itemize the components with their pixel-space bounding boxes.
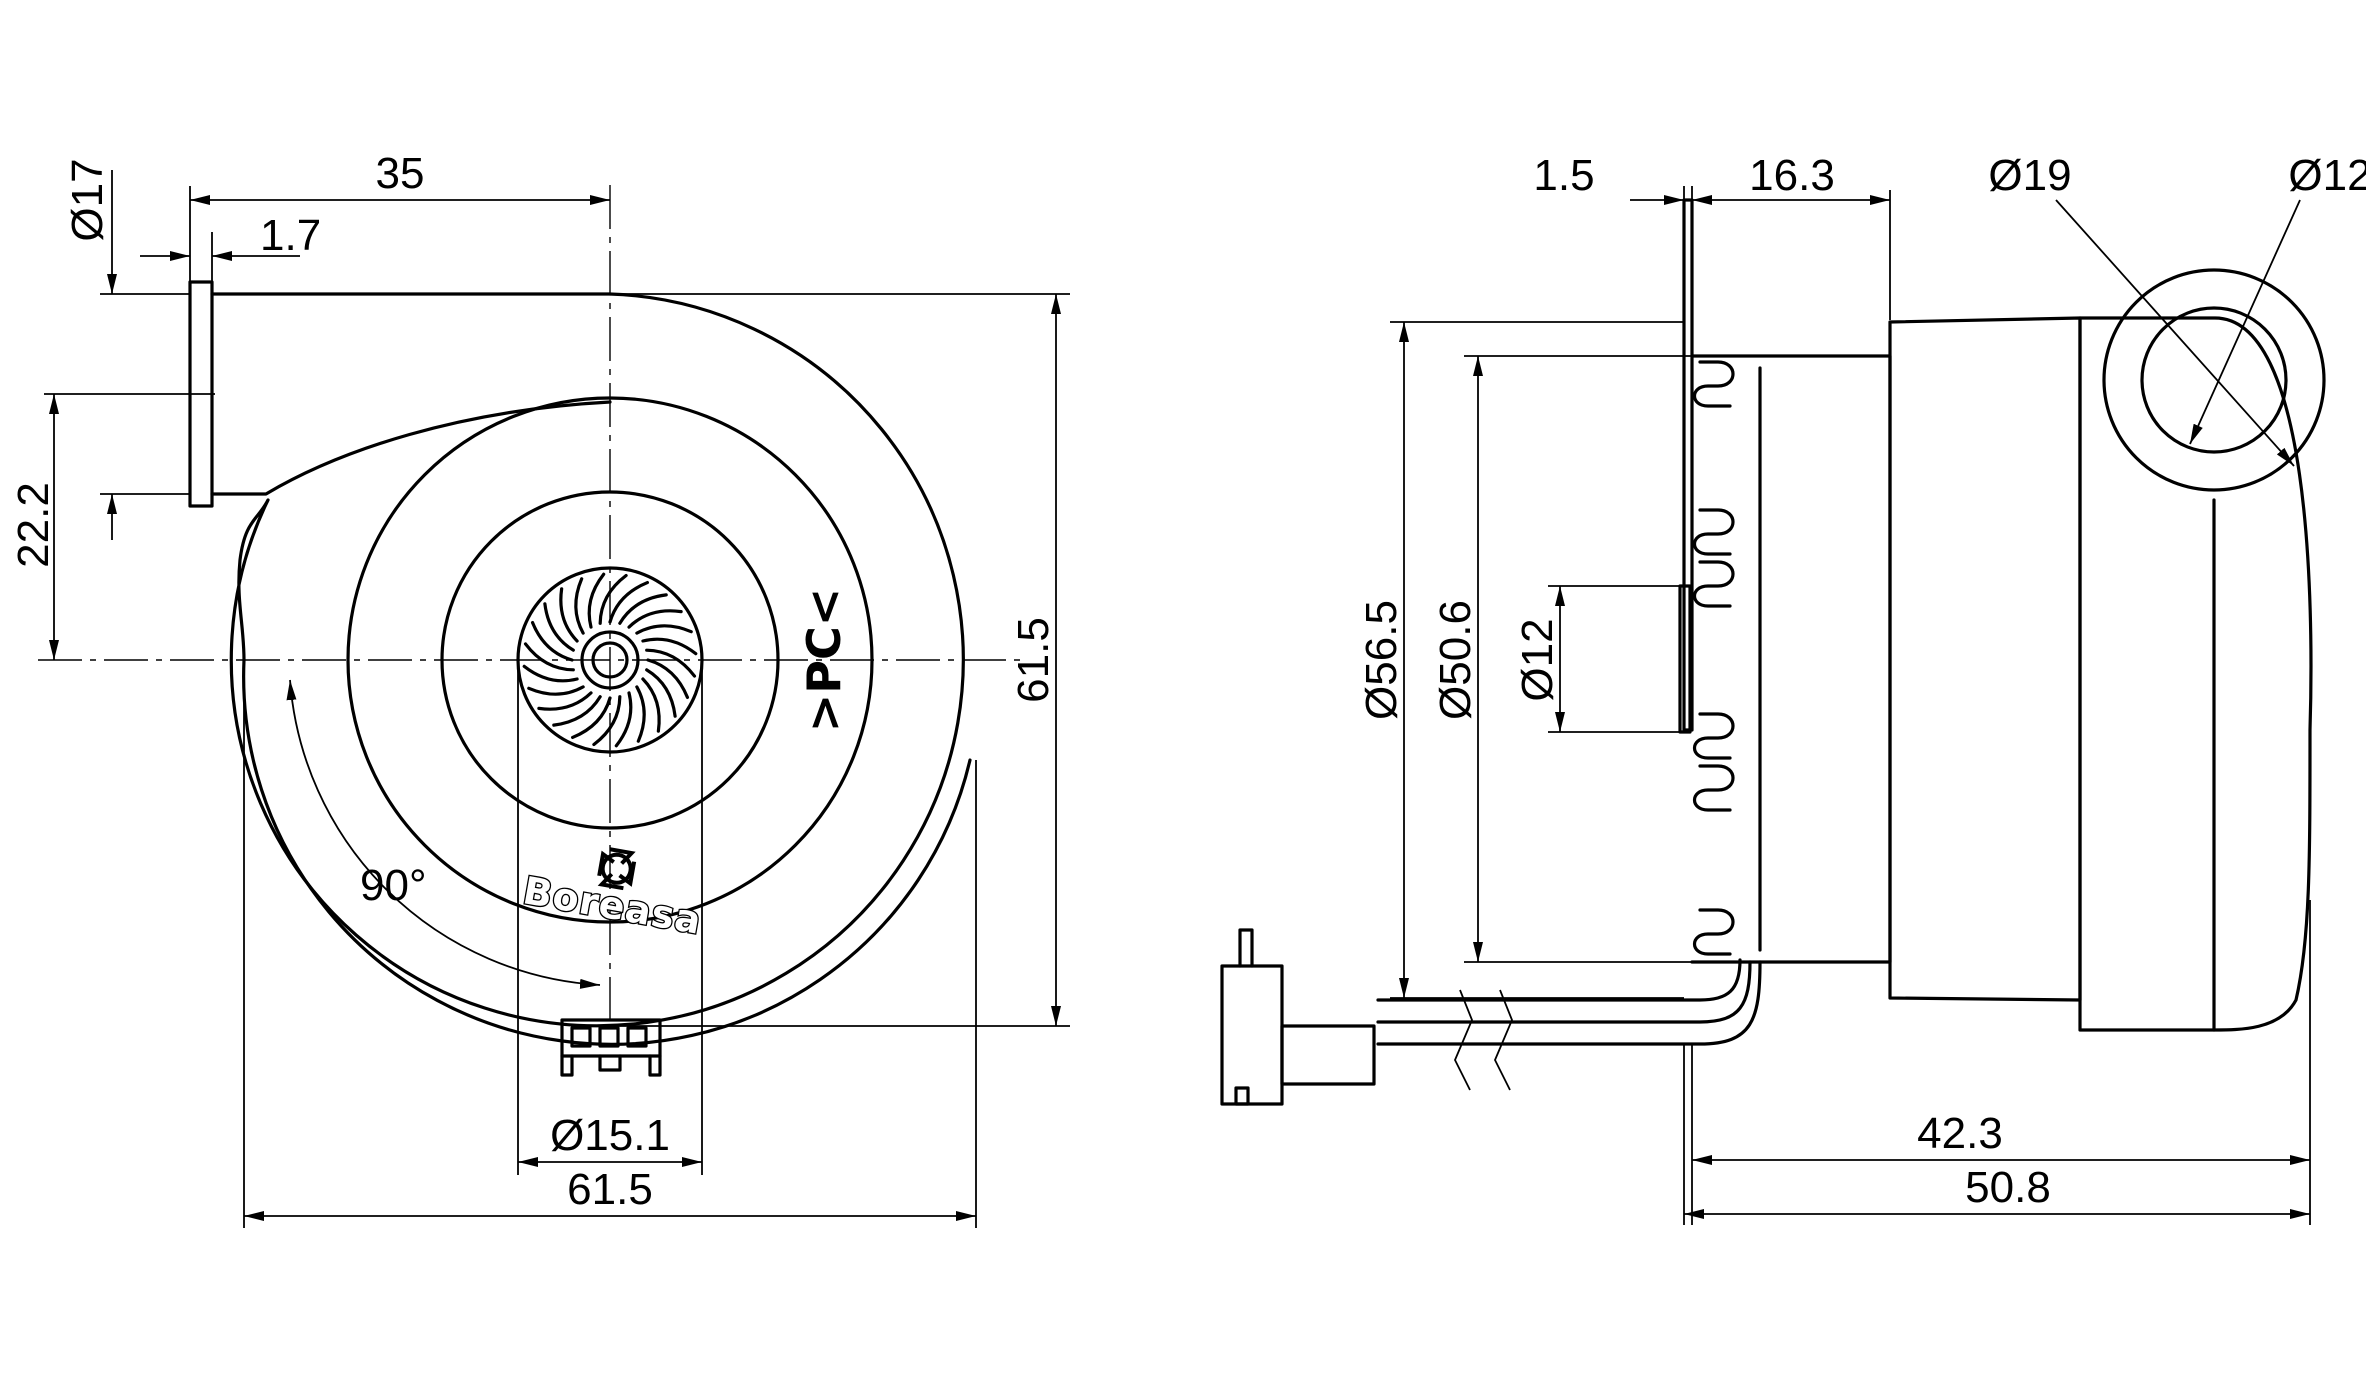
spring-clip xyxy=(1692,764,1735,812)
dim-body-diameter: Ø56.5 xyxy=(1357,600,1406,720)
shaft-hub-outer xyxy=(580,630,640,690)
rear-hub-inner xyxy=(2140,306,2288,454)
impeller-blade xyxy=(608,580,650,624)
impeller-blade xyxy=(635,624,693,635)
dim-motor-length: 42.3 xyxy=(1917,1109,2003,1158)
angle-arc xyxy=(286,679,601,989)
dim-inlet-diameter: Ø15.1 xyxy=(550,1111,670,1160)
dim-o19-line xyxy=(2055,199,2295,467)
dim-inlet-diameter-side: Ø50.6 xyxy=(1431,600,1480,720)
impeller-blade xyxy=(645,648,697,678)
impeller-blade xyxy=(618,593,668,625)
side-clips xyxy=(1692,360,1735,956)
impeller-blade xyxy=(627,609,683,629)
cable-wire-2 xyxy=(1376,960,1752,1024)
front-view: >PC< Boreasa 90° 35 1.7 Ø17 22.2 xyxy=(9,149,1070,1228)
motor-body xyxy=(1888,316,2082,1002)
spring-clip xyxy=(1692,360,1735,408)
spring-clip xyxy=(1692,908,1735,956)
impeller-blade xyxy=(527,685,585,696)
dim-o12-hub-line xyxy=(2189,199,2301,445)
dim-overall-height: 61.5 xyxy=(1009,617,1058,703)
spring-clip xyxy=(1692,560,1735,608)
dim-motor-offset: 16.3 xyxy=(1749,151,1835,200)
dim-outlet-width: 35 xyxy=(376,149,425,198)
side-shaft xyxy=(1678,584,1692,734)
brand-logo-text: Boreasa xyxy=(520,868,705,943)
impeller-blade xyxy=(530,620,574,662)
dim-flange-thickness: 1.7 xyxy=(260,211,321,260)
dim-hub-outer-diameter: Ø19 xyxy=(1988,151,2071,200)
volute-housing-lower xyxy=(242,658,972,1046)
impeller-blade xyxy=(598,573,628,625)
angle-label: 90° xyxy=(360,861,427,910)
impeller-blade xyxy=(574,577,585,635)
outlet-bottom-edge xyxy=(210,400,612,496)
dim-overall-length: 50.8 xyxy=(1965,1163,2051,1212)
dim-hub-inner-diameter: Ø12 xyxy=(2288,151,2366,200)
front-connector xyxy=(560,1018,662,1077)
inner-scroll-circle xyxy=(346,396,874,924)
impeller-blade xyxy=(587,572,606,629)
inlet-ring-circle xyxy=(440,490,780,830)
impeller-blade xyxy=(641,677,661,733)
impeller-blade xyxy=(635,685,646,743)
side-view: 1.5 16.3 Ø19 Ø12 Ø56.5 Ø50.6 Ø12 42.3 xyxy=(1220,151,2366,1225)
dim-outlet-offset: 22.2 xyxy=(9,482,58,568)
impeller-blade xyxy=(614,691,633,748)
impeller-blade xyxy=(522,664,579,683)
impeller-blade xyxy=(552,695,602,727)
dim-outlet-diameter: Ø17 xyxy=(63,158,112,241)
spring-clip xyxy=(1692,508,1735,556)
cable-wire-1 xyxy=(1376,958,1742,1002)
impeller-blade xyxy=(559,587,579,643)
side-flange-plate xyxy=(1682,198,1694,732)
cable-wire-3 xyxy=(1376,960,1762,1046)
side-connector xyxy=(1220,928,1376,1106)
dim-overall-width: 61.5 xyxy=(567,1165,653,1214)
brand-logo: Boreasa xyxy=(518,847,706,944)
impeller-blade xyxy=(537,691,593,711)
dim-side-flange-thickness: 1.5 xyxy=(1533,151,1594,200)
side-inlet-section xyxy=(1690,354,1892,964)
impeller-blade xyxy=(523,642,575,672)
cable-break-right xyxy=(1494,989,1513,1091)
impeller-blade xyxy=(646,658,690,700)
fan-logo-icon xyxy=(597,847,637,891)
cable-break-left xyxy=(1454,989,1473,1091)
impeller-blade xyxy=(641,637,698,656)
shaft-hub-inner xyxy=(591,641,629,679)
rear-hub-outer xyxy=(2102,268,2326,492)
impeller-blade xyxy=(543,602,575,652)
material-mark: >PC< xyxy=(797,588,851,733)
impeller-blade xyxy=(645,668,677,718)
volute-housing-outline xyxy=(229,292,965,1028)
dim-shaft-diameter: Ø12 xyxy=(1513,618,1562,701)
spring-clip xyxy=(1692,712,1735,760)
